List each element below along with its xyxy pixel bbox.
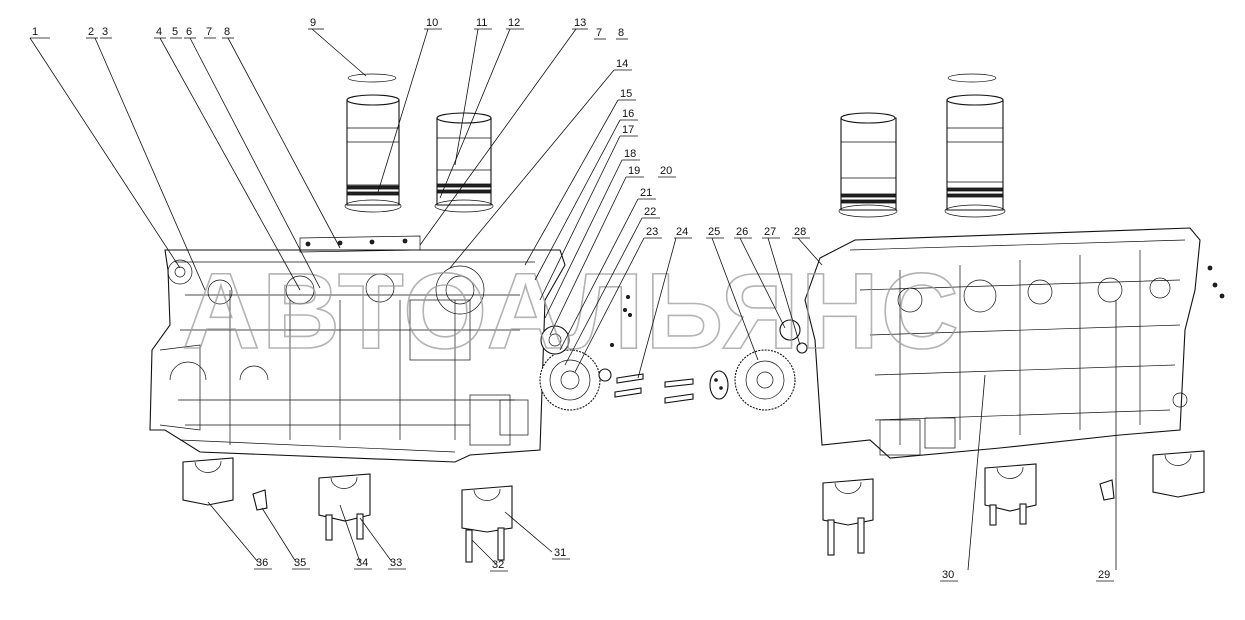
callout-leader-line	[539, 135, 621, 301]
callout-label: 2	[88, 26, 94, 38]
callout-leader-line	[377, 28, 429, 193]
callout-label: 9	[310, 17, 316, 29]
callout-label: 27	[764, 226, 776, 238]
callout-label: 28	[794, 226, 806, 238]
callout-leader-line	[739, 237, 786, 329]
callout-leader-line	[524, 99, 619, 266]
callout-label: 7	[206, 26, 212, 38]
callout-label: 4	[156, 26, 162, 38]
callout-label: 7	[596, 27, 602, 39]
callout-label: 17	[622, 124, 634, 136]
callout-label: 18	[624, 148, 636, 160]
callout-leader-line	[534, 119, 621, 281]
callout-leader-line	[504, 511, 553, 553]
right-cylinder-block	[804, 227, 1225, 459]
callout-label: 1	[32, 26, 38, 38]
callout-label: 13	[574, 17, 586, 29]
callout-leader-line	[471, 539, 497, 565]
callout-label: 3	[102, 26, 108, 38]
callout-label: 26	[736, 226, 748, 238]
callout-label: 34	[356, 557, 368, 569]
callout-label: 11	[476, 17, 487, 29]
callout-leader-line	[359, 517, 393, 563]
callout-label: 30	[942, 569, 954, 581]
callout-label: 31	[554, 547, 566, 559]
callout-leader-line	[454, 28, 479, 166]
callout-leader-line	[94, 37, 206, 291]
callout-leader-line	[637, 237, 677, 379]
callout-label: 22	[644, 206, 656, 218]
callout-leader-line	[29, 37, 181, 269]
callout-leader-line	[207, 501, 259, 563]
callout-label: 23	[646, 226, 658, 238]
callout-label: 15	[620, 88, 632, 100]
callout-leader-line	[449, 69, 615, 269]
callout-leader-line	[339, 504, 361, 563]
bolts-24	[614, 370, 729, 404]
callout-label: 19	[628, 165, 640, 177]
callout-leader-line	[159, 37, 301, 291]
callout-leader-line	[574, 237, 645, 373]
callout-label: 29	[1098, 569, 1110, 581]
callout-leader-line	[419, 28, 577, 246]
callout-label: 36	[256, 557, 268, 569]
left-cylinder-block	[149, 235, 566, 463]
callout-leader-line	[797, 237, 823, 266]
callout-leader-line	[227, 37, 341, 249]
callout-label: 10	[426, 17, 438, 29]
callout-label: 6	[186, 26, 192, 38]
left-cylinder-liners	[344, 73, 494, 213]
callout-label: 12	[508, 17, 520, 29]
right-gear-train	[734, 319, 808, 411]
callout-label: 8	[224, 26, 230, 38]
callout-label: 25	[708, 226, 720, 238]
callout-leader-line	[261, 507, 297, 563]
callout-label: 33	[390, 557, 402, 569]
bearing-caps	[182, 450, 1205, 563]
callout-leader-line	[564, 217, 643, 366]
callout-leader-line	[711, 237, 759, 361]
left-gear-train	[539, 294, 633, 411]
callout-leader-line	[767, 237, 801, 346]
callout-leader-line	[189, 37, 321, 289]
callout-label: 21	[640, 187, 652, 199]
callout-leader-line	[559, 198, 639, 351]
callout-label: 20	[660, 165, 672, 177]
callout-label: 14	[616, 58, 628, 70]
callout-label: 8	[618, 27, 624, 39]
callout-label: 24	[676, 226, 688, 238]
callout-leader-line	[311, 28, 367, 77]
callout-label: 32	[492, 559, 504, 571]
callout-leader-line	[967, 374, 986, 571]
callout-leader-line	[544, 159, 623, 319]
callout-label: 16	[622, 108, 634, 120]
right-cylinder-liners	[838, 73, 1006, 218]
callout-leader-line	[549, 176, 627, 336]
watermark-text: АВТОАЛЬЯНС	[182, 250, 961, 371]
callout-leader-line	[439, 28, 511, 199]
callout-label: 5	[172, 26, 178, 38]
callout-label: 35	[294, 557, 306, 569]
